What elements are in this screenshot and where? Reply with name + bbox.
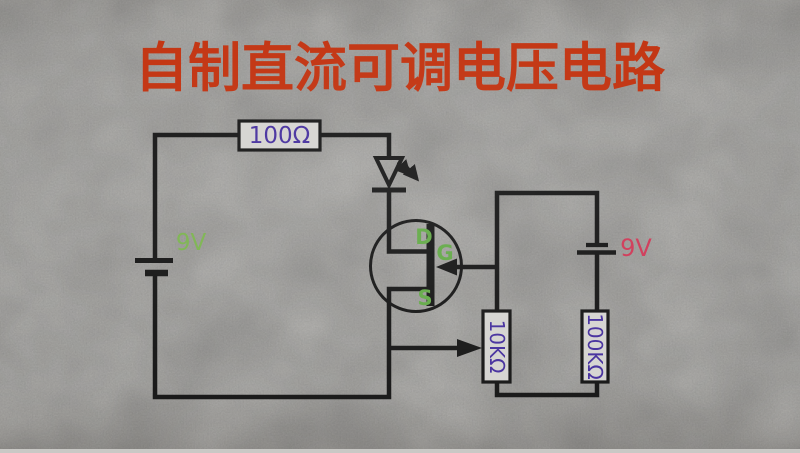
jfet-source-label: S bbox=[417, 286, 432, 310]
led-light-arrow-icon bbox=[402, 164, 420, 182]
wire-right-bottom bbox=[494, 382, 600, 398]
jfet-channel-bar bbox=[426, 224, 435, 306]
divider-resistor-body bbox=[580, 309, 610, 384]
wiper-arrowhead-icon bbox=[457, 339, 482, 357]
right-battery-voltage-label: 9V bbox=[620, 234, 652, 262]
potentiometer-body bbox=[481, 309, 512, 384]
right-battery: 9V bbox=[577, 234, 652, 262]
right-circuit-loop bbox=[494, 190, 600, 398]
jfet-drain-label: D bbox=[415, 225, 432, 249]
divider-resistor-value: 100KΩ bbox=[583, 313, 607, 380]
wire-drain bbox=[386, 190, 428, 254]
wire-bottom-loop bbox=[152, 276, 428, 400]
wire-top-right bbox=[320, 132, 392, 158]
series-resistor: 100Ω bbox=[237, 119, 322, 152]
wire-right-top bbox=[494, 190, 600, 311]
jfet-symbol: D G S bbox=[369, 190, 497, 313]
series-resistor-value: 100Ω bbox=[249, 123, 310, 149]
left-battery: 9V bbox=[135, 230, 207, 277]
potentiometer-wiper bbox=[389, 339, 482, 357]
wire-top-left bbox=[152, 132, 239, 258]
series-resistor-body bbox=[237, 119, 322, 152]
gate-arrowhead-icon bbox=[436, 258, 457, 276]
potentiometer-value: 10KΩ bbox=[485, 320, 509, 374]
left-battery-voltage-label: 9V bbox=[176, 230, 207, 256]
left-circuit-loop bbox=[152, 132, 428, 400]
divider-resistor: 100KΩ bbox=[580, 309, 610, 384]
jfet-gate-label: G bbox=[436, 241, 453, 265]
potentiometer: 10KΩ bbox=[481, 309, 512, 384]
page-title: 自制直流可调电压电路 bbox=[135, 38, 665, 99]
